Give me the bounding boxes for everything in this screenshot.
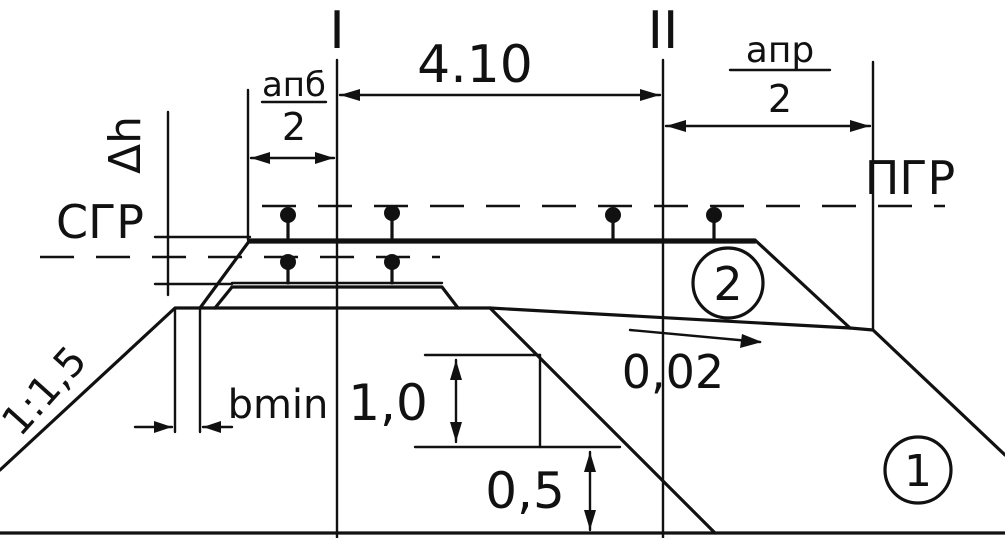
arrowhead [640,89,660,101]
apr-denominator: 2 [768,77,792,121]
layer-one-label: 1 [904,446,932,497]
sgr-label: СГР [56,195,144,249]
delta-h-label: Δh [100,116,151,174]
pgr-label: ПГР [865,151,955,205]
right-embankment-slope [848,326,1005,457]
arrowhead [340,89,360,101]
arrowhead [154,421,172,433]
gradient-label: 0,02 [622,345,724,399]
slope-label: 1:1,5 [0,338,96,445]
arrowhead [584,510,596,530]
arrowhead [740,334,762,348]
arrowhead [251,152,270,164]
track-spacing-label: 4.10 [417,35,533,95]
bmin-label: bmin [228,382,329,428]
arrowhead [450,360,462,380]
layer-two-circle [691,246,765,320]
height-one-label: 1,0 [348,374,428,432]
height-half-label: 0,5 [485,462,565,520]
existing-embankment-outline [0,306,717,535]
arrowhead [850,120,870,132]
widened-layer-outline [198,238,852,330]
rail-lower-1 [280,254,296,285]
rail-upper-1 [280,207,296,240]
apb-denominator: 2 [282,105,306,149]
arrowhead [203,421,221,433]
arrowhead [315,152,334,164]
arrowhead [450,422,462,442]
layer-one-circle [883,435,953,505]
layer-two-label: 2 [713,257,742,311]
apb-numerator: aпб [262,65,326,105]
arrowhead [584,452,596,472]
rail-lower-2 [384,254,400,285]
rail-upper-4 [706,207,722,240]
axis-two-label: II [648,1,679,61]
crest-slope-line [488,306,852,330]
arrowhead [666,120,686,132]
apr-numerator: aпр [746,30,814,71]
rail-upper-2 [384,205,400,240]
axis-one-label: I [329,1,344,61]
gradient-arrow-line [628,328,762,344]
rail-upper-3 [605,207,621,240]
existing-ballast-prism [213,285,460,310]
